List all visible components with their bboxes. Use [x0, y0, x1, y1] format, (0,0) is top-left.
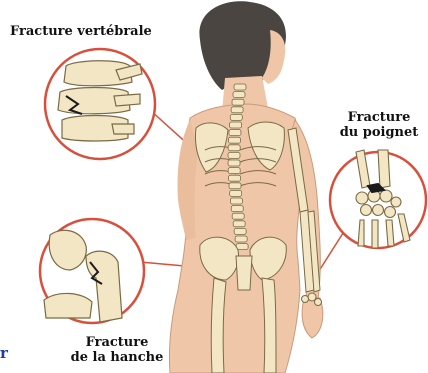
- vertebra: [228, 168, 240, 174]
- vertebra-icon: [58, 61, 142, 141]
- label-hip-line1: Fracture: [52, 335, 182, 350]
- vertebra: [228, 145, 240, 151]
- vertebra: [228, 160, 240, 166]
- label-hip-line2: de la hanche: [52, 350, 182, 365]
- vertebra: [233, 221, 245, 227]
- vertebral-callout: [45, 49, 155, 159]
- vertebra: [231, 206, 243, 212]
- vertebra: [229, 183, 241, 189]
- hip-callout: [40, 219, 144, 323]
- vertebra: [230, 122, 242, 128]
- vertebra: [232, 213, 244, 219]
- vertebra: [228, 152, 240, 158]
- label-vertebral-fracture: Fracture vertébrale: [10, 24, 152, 39]
- vertebra: [230, 198, 242, 204]
- wrist-callout: [330, 150, 426, 248]
- vertebra: [230, 114, 242, 120]
- vertebra: [230, 190, 242, 196]
- vertebra: [233, 92, 245, 98]
- vertebra: [232, 99, 244, 105]
- vertebra: [228, 137, 240, 143]
- vertebra: [229, 175, 241, 181]
- vertebra: [234, 228, 246, 234]
- vertebra: [231, 107, 243, 113]
- vertebra: [235, 236, 247, 242]
- vertebra: [234, 84, 246, 90]
- label-wrist-fracture: Fracture du poignet: [330, 110, 428, 140]
- vertebra: [229, 130, 241, 136]
- edge-text-fragment: r: [0, 344, 8, 362]
- label-wrist-line2: du poignet: [330, 125, 428, 140]
- label-wrist-line1: Fracture: [330, 110, 428, 125]
- label-hip-fracture: Fracture de la hanche: [52, 335, 182, 365]
